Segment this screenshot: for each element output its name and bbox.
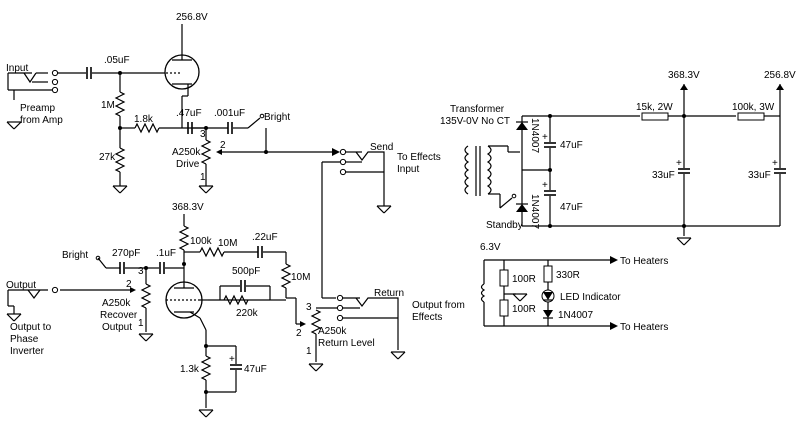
plus-d: + — [772, 158, 778, 169]
r-100k3w-label: 100k, 3W — [732, 102, 775, 113]
plus-b: + — [542, 180, 548, 191]
out-fx-2: Effects — [412, 312, 442, 323]
output-to-1: Output to — [10, 322, 52, 333]
diode-bot-label: 1N4007 — [529, 194, 540, 229]
c-47u-a-label: 47uF — [560, 140, 583, 151]
output-to-2: Phase — [10, 334, 39, 345]
c-33u-b-label: 33uF — [748, 170, 771, 181]
cap-plus-cath: + — [229, 354, 235, 365]
v-top-tube-label: 256.8V — [176, 12, 208, 23]
recover-pot-label-2: Recover — [100, 310, 138, 321]
pin3-top: 3 — [200, 129, 206, 140]
r-27k-label: 27k — [99, 152, 116, 163]
c-500p-label: 500pF — [232, 266, 260, 277]
c-47u-b-label: 47uF — [560, 202, 583, 213]
r-1k8-label: 1.8k — [134, 114, 154, 125]
r-10m-top-label: 10M — [218, 238, 237, 249]
input-capacitor-label: .05uF — [104, 55, 130, 66]
output-jack — [6, 286, 59, 322]
bright-bottom-label: Bright — [62, 250, 88, 261]
c-47-label: .47uF — [176, 108, 202, 119]
transformer-label-2: 135V-0V No CT — [440, 116, 510, 127]
c-270p-label: 270pF — [112, 248, 140, 259]
to-effects-2: Input — [397, 164, 419, 175]
return-pot-label-1: A250k — [318, 326, 347, 337]
out-fx-1: Output from — [412, 300, 465, 311]
r-15k-label: 15k, 2W — [636, 102, 673, 113]
output-label: Output — [6, 280, 36, 291]
r-100r-b-label: 100R — [512, 304, 536, 315]
preamp-label-2: from Amp — [20, 115, 63, 126]
pin2-rec: 2 — [126, 279, 132, 290]
c-33u-a-label: 33uF — [652, 170, 675, 181]
return-label: Return — [374, 288, 404, 299]
c-1u-label: .1uF — [156, 248, 176, 259]
pin1-top: 1 — [200, 172, 206, 183]
pin1-rec: 1 — [138, 318, 144, 329]
v-368-left-label: 368.3V — [172, 202, 204, 213]
standby-label: Standby — [486, 220, 523, 231]
output-to-3: Inverter — [10, 346, 45, 357]
v-256-right-label: 256.8V — [764, 70, 796, 81]
heaters-top-label: To Heaters — [620, 256, 668, 267]
v-6v3-label: 6.3V — [480, 242, 501, 253]
recover-pot-label-1: A250k — [102, 298, 131, 309]
v-368-right-label: 368.3V — [668, 70, 700, 81]
return-jack — [336, 294, 406, 360]
c-001-label: .001uF — [214, 108, 245, 119]
pin3-ret: 3 — [306, 302, 312, 313]
c-22u-label: .22uF — [252, 232, 278, 243]
c-47u-cath-label: 47uF — [244, 364, 267, 375]
pin2-ret: 2 — [296, 328, 302, 339]
hv-transformer — [464, 145, 492, 196]
input-label: Input — [6, 63, 28, 74]
bright-top-label: Bright — [264, 112, 290, 123]
r-330r-label: 330R — [556, 270, 580, 281]
r-1m-label: 1M — [101, 100, 115, 111]
plus-a: + — [542, 132, 548, 143]
r-10m-right-label: 10M — [291, 272, 310, 283]
pin3-rec: 3 — [138, 266, 144, 277]
send-jack — [339, 148, 392, 214]
send-label: Send — [370, 142, 393, 153]
pin1-ret: 1 — [306, 346, 312, 357]
diode-top-label: 1N4007 — [529, 118, 540, 153]
bottom-triode-tube — [165, 276, 203, 319]
r-1k3-label: 1.3k — [180, 364, 200, 375]
r-100r-a-label: 100R — [512, 274, 536, 285]
top-triode-tube — [164, 42, 200, 97]
input-jack-top — [6, 69, 86, 130]
input-capacitor — [86, 66, 165, 80]
to-effects-1: To Effects — [397, 152, 441, 163]
preamp-label-1: Preamp — [20, 103, 55, 114]
pin2-top: 2 — [220, 140, 226, 151]
recover-pot-label-3: Output — [102, 322, 132, 333]
diode-led-label: 1N4007 — [558, 310, 593, 321]
drive-pot-label-2: Drive — [176, 159, 200, 170]
r-100k-label: 100k — [190, 236, 213, 247]
drive-pot-label-1: A250k — [172, 147, 201, 158]
led-label: LED Indicator — [560, 292, 621, 303]
heaters-bot-label: To Heaters — [620, 322, 668, 333]
return-pot-label-2: Return Level — [318, 338, 375, 349]
plus-c: + — [676, 158, 682, 169]
r-220k-label: 220k — [236, 308, 259, 319]
transformer-label-1: Transformer — [450, 104, 505, 115]
